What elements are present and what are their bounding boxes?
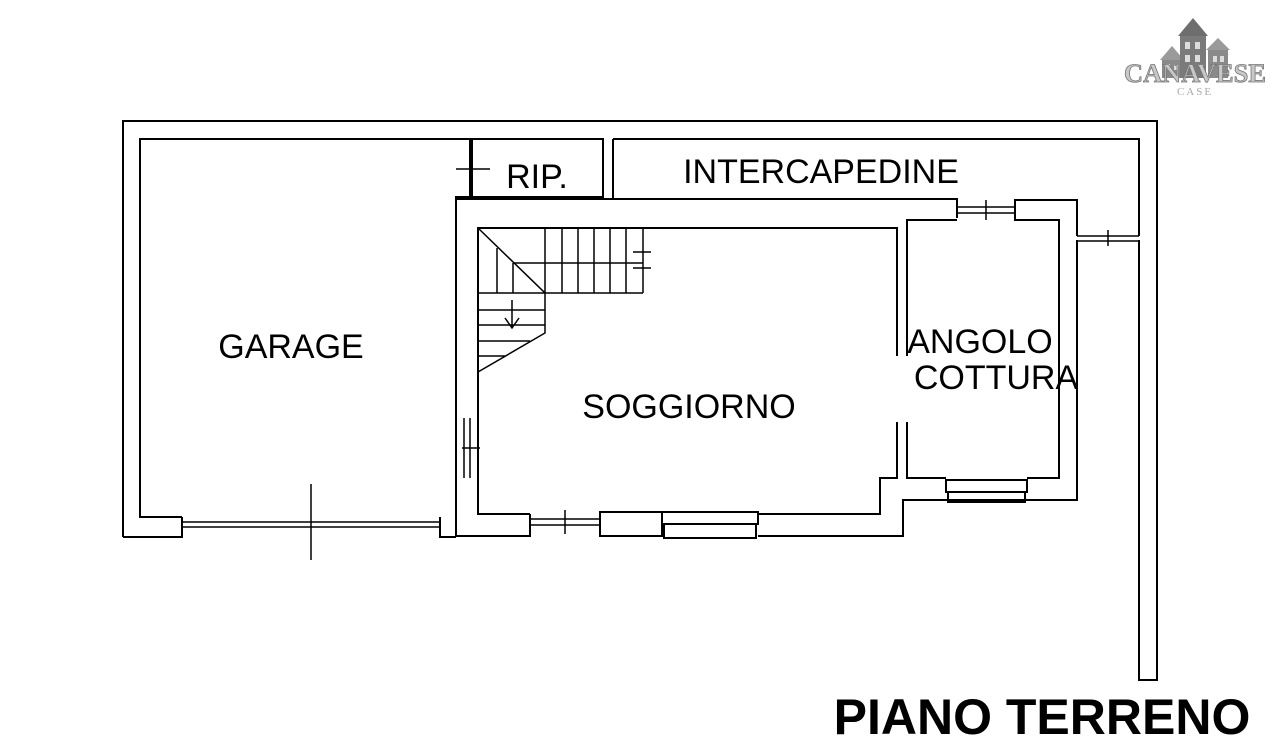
room-label-cottura: COTTURA <box>914 359 1079 397</box>
room-label-soggiorno: SOGGIORNO <box>582 388 795 426</box>
walls <box>122 120 1158 681</box>
logo-name: CANAVESE <box>1124 59 1266 88</box>
houses-icon <box>1160 18 1230 78</box>
staircase <box>477 227 651 373</box>
room-label-garage: GARAGE <box>218 328 363 366</box>
canavese-case-logo: CANAVESE CASE <box>1124 18 1266 98</box>
room-label-intercapedine: INTERCAPEDINE <box>683 153 959 191</box>
floor-title: PIANO TERRENO <box>834 689 1251 745</box>
stair-direction-arrow <box>504 300 520 330</box>
room-label-angolo: ANGOLO <box>907 323 1052 361</box>
room-label-rip: RIP. <box>506 158 568 196</box>
logo-sub: CASE <box>1177 86 1213 98</box>
